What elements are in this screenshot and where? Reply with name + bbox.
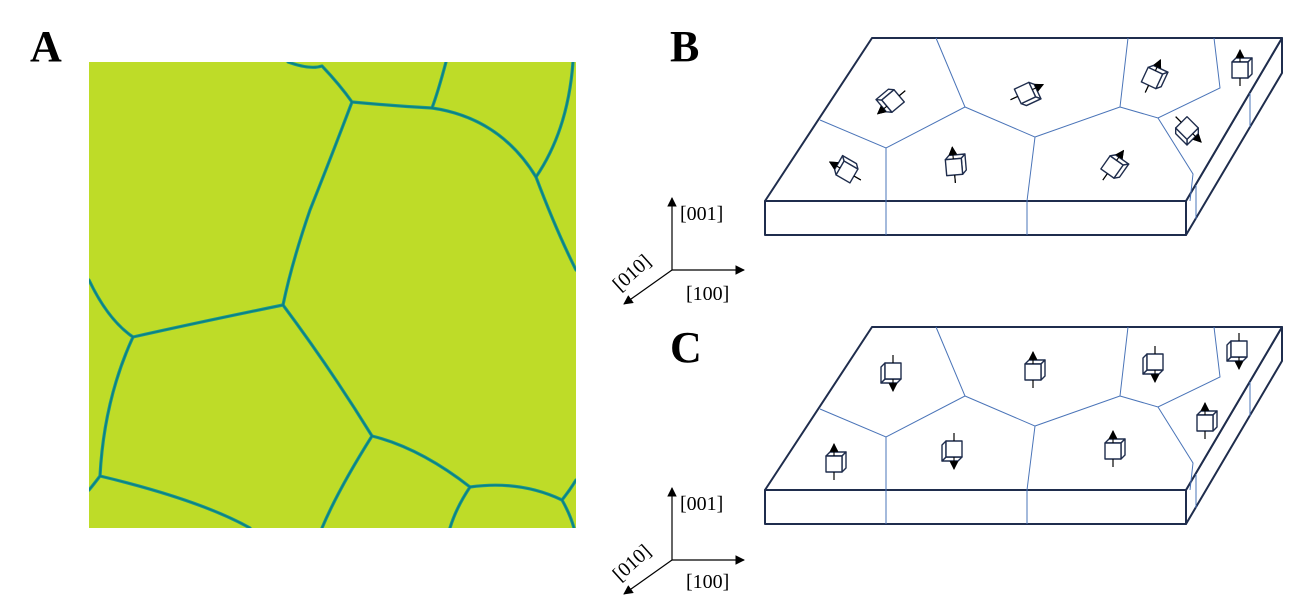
panel-label-b: B (670, 22, 699, 71)
slab-c (764, 326, 1283, 525)
grain-microstructure (89, 62, 576, 528)
panel-label-c: C (670, 323, 702, 372)
slab-c-boundaries (819, 326, 1251, 524)
axis-b-001-label: [001] (680, 203, 723, 225)
dipole-c-8 (1196, 402, 1218, 439)
dipole-b-7 (1100, 149, 1130, 181)
axis-c-010-label: [010] (609, 540, 656, 585)
grain-boundaries (89, 62, 576, 528)
axes-b: [001] [100] [010] (609, 197, 745, 305)
slab-b-boundaries (819, 37, 1251, 235)
dipole-b-3 (1140, 59, 1169, 93)
slab-c-dipoles (825, 333, 1248, 480)
dipole-c-2 (1024, 351, 1046, 388)
axis-c-001-label: [001] (680, 493, 723, 515)
dipole-c-6 (941, 433, 963, 470)
dipole-c-4 (1226, 333, 1248, 370)
dipole-c-5 (825, 443, 847, 480)
dipole-b-4 (1231, 49, 1253, 86)
dipole-c-1 (880, 355, 902, 392)
slab-b (764, 37, 1283, 236)
dipole-b-6 (944, 146, 968, 183)
panel-label-a: A (30, 22, 62, 71)
axis-b-100-label: [100] (686, 283, 729, 305)
grain-field (89, 62, 576, 528)
axis-b-010-label: [010] (609, 250, 656, 295)
dipole-b-1 (875, 88, 906, 115)
dipole-b-2 (1010, 81, 1044, 107)
axes-c: [001] [100] [010] (609, 487, 745, 595)
slab-b-dipoles (828, 49, 1253, 184)
dipole-c-3 (1142, 346, 1164, 383)
dipole-c-7 (1104, 430, 1126, 467)
dipole-b-5 (828, 154, 862, 184)
axis-c-100-label: [100] (686, 571, 729, 593)
dipole-b-8 (1174, 115, 1202, 146)
